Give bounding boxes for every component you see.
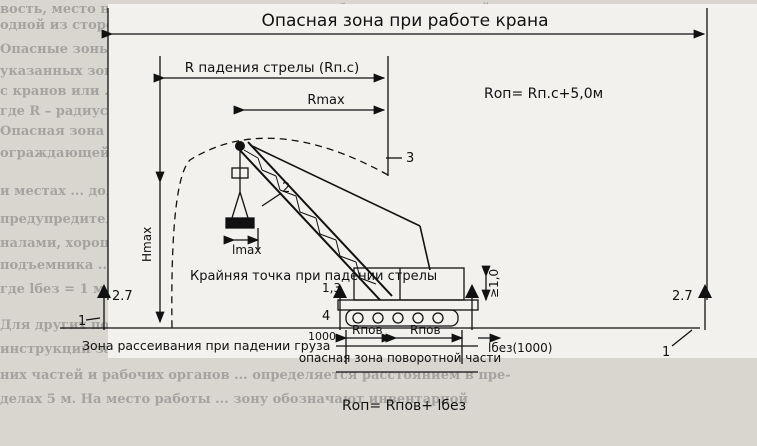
dim-27-right: 2.7: [672, 289, 693, 304]
callout-13: 1,3: [322, 281, 341, 295]
diagram-title: Опасная зона при работе крана: [261, 11, 548, 31]
hmax-label: Hmax: [140, 227, 154, 262]
rmax-label: Rmax: [307, 93, 345, 108]
ge-10-label: ≥1,0: [487, 269, 501, 298]
track-wheel: [412, 312, 424, 324]
formula-bottom: Rоп= Rпов+ lбез: [342, 398, 466, 414]
warning-sign-inner-right: [465, 284, 479, 298]
scatter-zone-label: Зона рассеивания при падении груза: [82, 338, 330, 353]
boom-lattice: [243, 149, 377, 285]
load-slings: [231, 189, 249, 219]
track-wheel: [432, 312, 444, 324]
hook-block: [231, 167, 249, 179]
leader-1-right: [671, 329, 693, 347]
boom-upper-chord: [247, 141, 393, 297]
callout-4: 4: [322, 309, 330, 324]
lbez-label: lбез(1000): [488, 341, 552, 355]
rpov-left-label: Rпов: [352, 323, 383, 337]
leader-2: [261, 193, 281, 207]
warning-sign-inner-left: [333, 284, 347, 298]
rpov-right-label: Rпов: [410, 323, 441, 337]
mast: [419, 225, 431, 271]
lmax-label: lmax: [232, 243, 261, 257]
boom-head-sheave: [235, 141, 245, 151]
boom-hoist-rope: [249, 144, 421, 227]
crane-tracks: [345, 309, 459, 327]
callout-1-left: 1: [78, 314, 86, 329]
warning-sign-right: [698, 284, 712, 298]
track-wheel: [352, 312, 364, 324]
boom-fall-label: R падения стрелы (Rп.с): [185, 60, 360, 76]
extreme-point-label: Крайняя точка при падении стрелы: [190, 269, 437, 284]
background-text-line: делах 5 м. На место работы ... зону обоз…: [0, 392, 469, 407]
track-wheel: [392, 312, 404, 324]
boom-fall-arc: [171, 137, 389, 329]
formula-top: Rоп= Rп.с+5,0м: [484, 86, 603, 102]
warning-sign-left: [97, 284, 111, 298]
dim-1000-left: 1000: [308, 330, 336, 343]
load: [225, 217, 255, 229]
dim-27-left: 2.7: [112, 289, 133, 304]
diagram-panel: [108, 4, 757, 358]
background-text-line: где lбез = 1 м.: [0, 282, 109, 297]
callout-1-right: 1: [662, 345, 670, 360]
callout-2: 2: [282, 181, 290, 196]
leader-1-left: [85, 317, 101, 321]
rotary-zone-label: опасная зона поворотной части: [299, 351, 501, 365]
callout-3: 3: [406, 151, 414, 166]
boom-lower-chord: [235, 145, 381, 301]
track-wheel: [372, 312, 384, 324]
